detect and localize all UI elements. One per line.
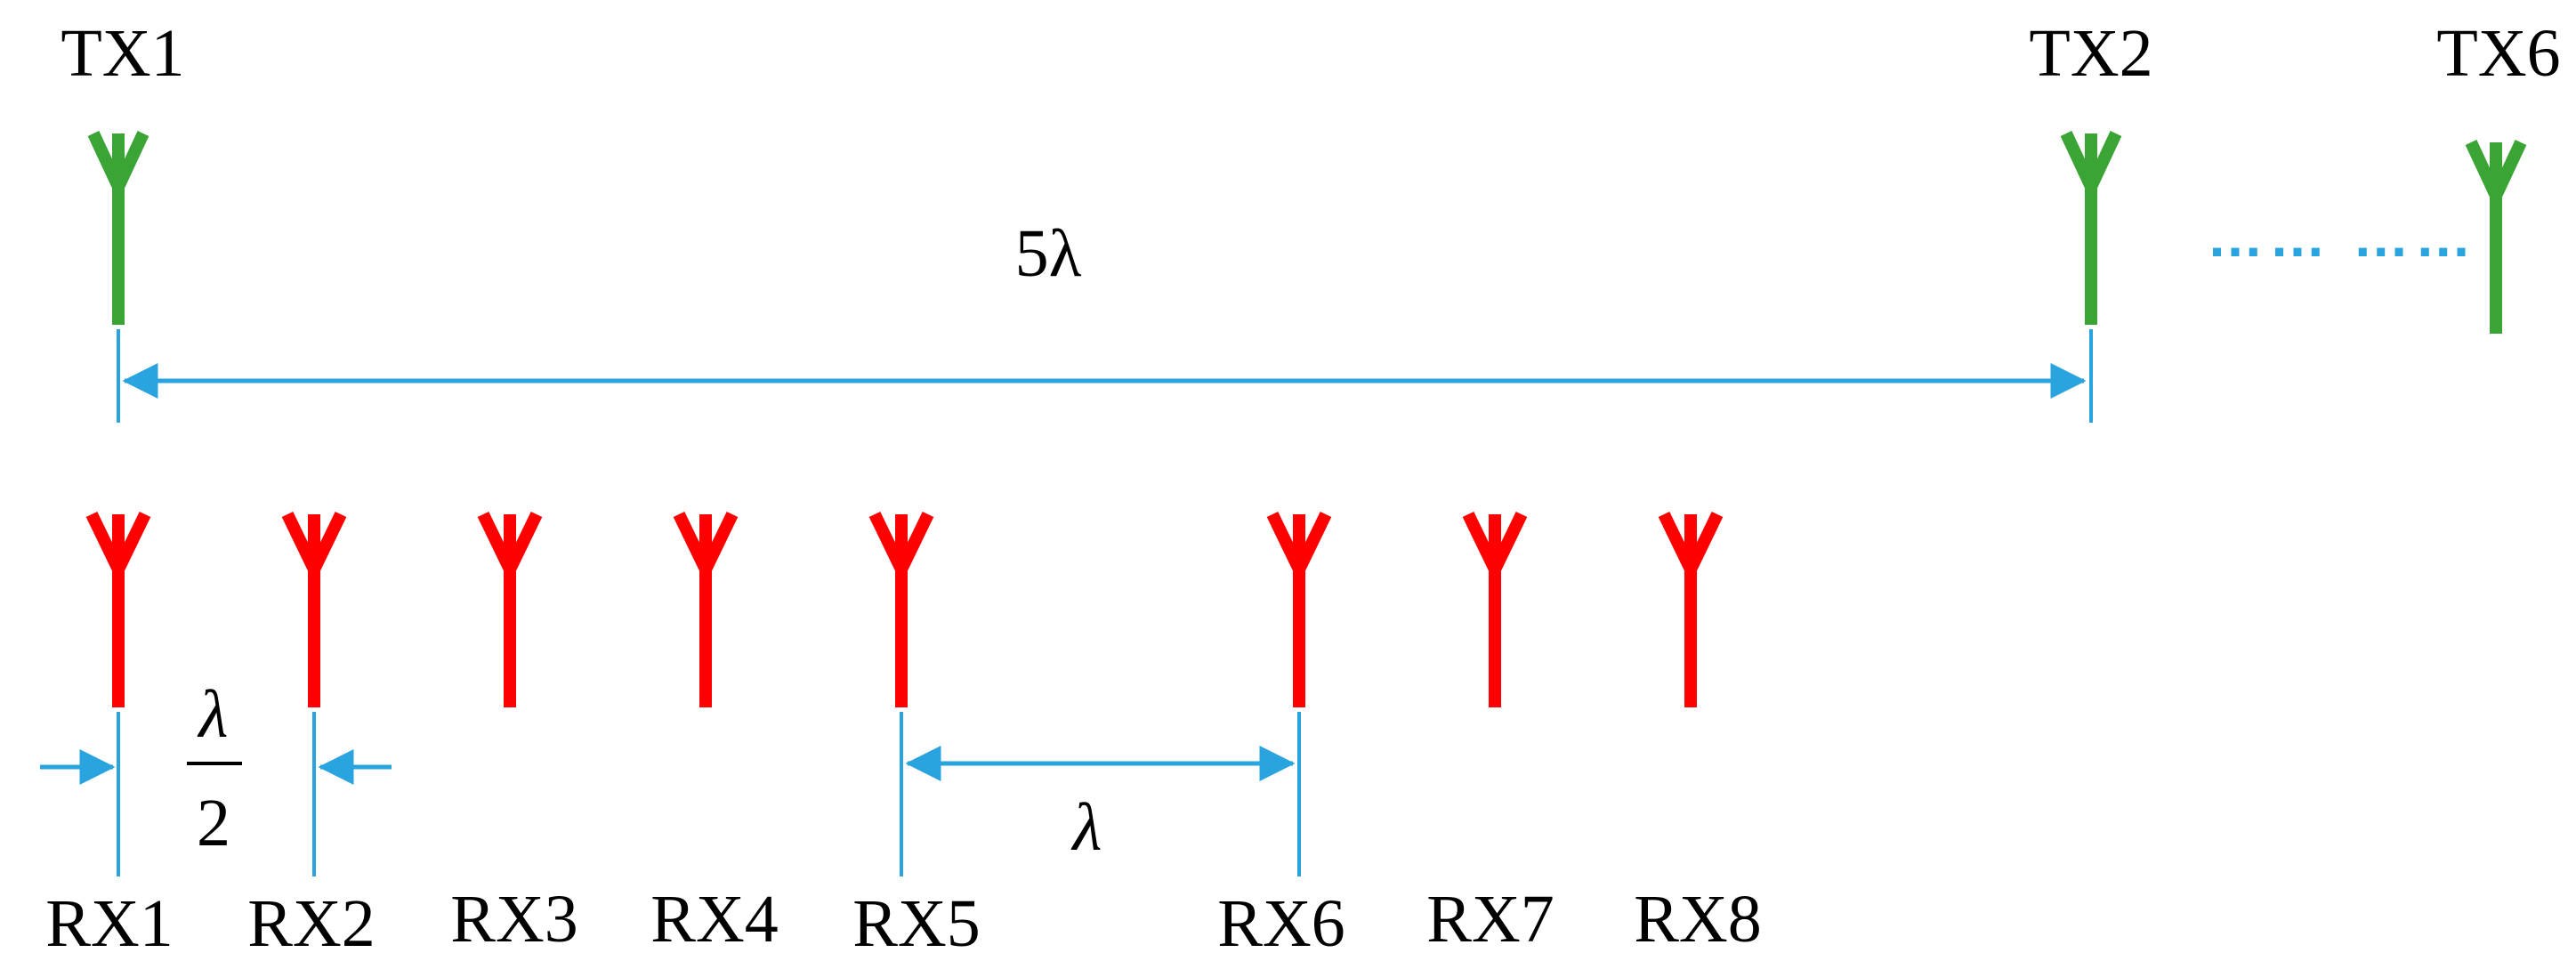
rx-antenna-7 — [1462, 511, 1528, 707]
tx-label-1: TX1 — [61, 16, 184, 91]
rx-antenna-6 — [1266, 511, 1332, 707]
rx-antenna-4 — [673, 511, 739, 707]
lambda-spacing-label: λ — [1071, 790, 1102, 865]
rx-antenna-2 — [281, 511, 347, 707]
half-lambda-denominator: 2 — [197, 786, 230, 860]
tx-label-6: TX6 — [2436, 16, 2560, 91]
half-lambda-numerator: λ — [198, 677, 229, 752]
tx-antenna-2 — [2060, 131, 2122, 325]
rx-label-8: RX8 — [1634, 882, 1762, 957]
rx-antenna-3 — [477, 511, 543, 707]
rx-label-2: RX2 — [247, 886, 375, 961]
rx-antenna-1 — [85, 511, 151, 707]
tx-ellipsis: …… …… — [2207, 205, 2477, 269]
rx-antenna-8 — [1658, 511, 1724, 707]
rx-antenna-5 — [868, 511, 934, 707]
tx-antenna-1 — [87, 131, 149, 325]
rx-label-1: RX1 — [45, 886, 174, 961]
rx-label-5: RX5 — [852, 886, 981, 961]
rx-label-4: RX4 — [650, 882, 779, 957]
rx-label-6: RX6 — [1217, 886, 1345, 961]
rx-label-7: RX7 — [1426, 882, 1554, 957]
tx-label-2: TX2 — [2029, 16, 2152, 91]
rx-label-3: RX3 — [450, 882, 578, 957]
tx-antenna-6 — [2465, 140, 2527, 334]
tx-spacing-label: 5λ — [1015, 216, 1082, 291]
